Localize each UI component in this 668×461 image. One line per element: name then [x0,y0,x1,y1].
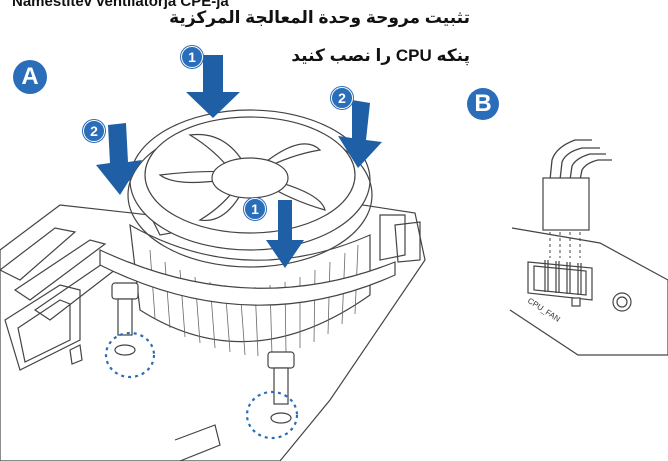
push-pins [111,282,295,424]
arrow-1-center [266,200,304,268]
fan-header-board [509,227,668,356]
mount-hole-markers [104,331,299,440]
step-badge-1-center: 1 [244,198,266,220]
arrow-2-right [338,100,382,168]
panel-b-badge: B [467,88,499,120]
arrow-1-top [186,55,240,118]
cpu-cooler [99,109,396,357]
step-badge-2-left: 2 [83,120,105,142]
press-arrows [96,55,382,268]
fan-header [527,260,593,307]
fan-plug [542,177,590,231]
arrow-2-left [96,123,142,195]
arabic-caption: تثبيت مروحة وحدة المعالجة المركزية [169,8,470,27]
persian-caption: پنکه CPU را نصب کنید [291,46,470,65]
step-badge-2-right: 2 [331,87,353,109]
connector-label: CPU_FAN [526,296,562,324]
fan-cable [549,139,612,181]
plug-guide-lines [549,232,581,258]
step-badge-1-top: 1 [181,46,203,68]
header-title: Namestitev ventilatorja CPE-ja [12,0,229,10]
panel-a-badge: A [13,60,47,94]
